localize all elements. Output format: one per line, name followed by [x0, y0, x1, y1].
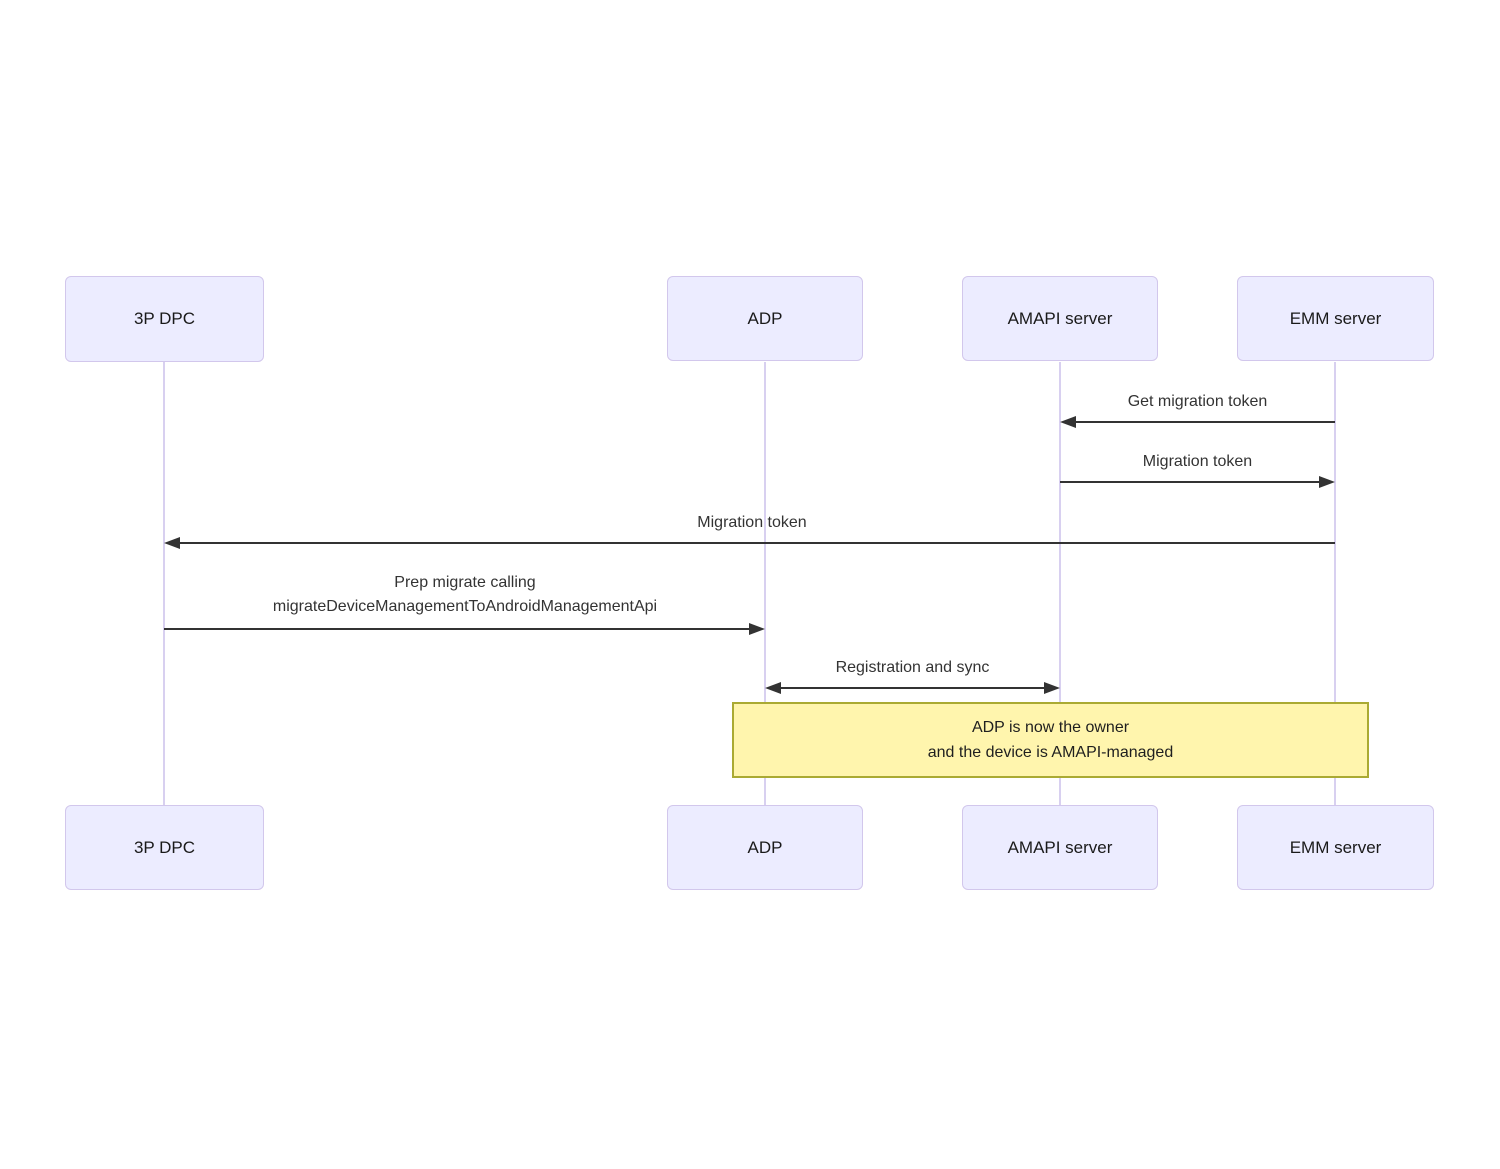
- arrowhead-right-icon: [749, 623, 765, 635]
- arrowhead-left-icon: [164, 537, 180, 549]
- lifeline-amapi-server: [1059, 362, 1061, 806]
- actor-3p-dpc-bottom: 3P DPC: [65, 805, 264, 890]
- message-line: [164, 628, 749, 630]
- arrowhead-right-icon: [1044, 682, 1060, 694]
- message-label-prep-migrate: Prep migrate calling migrateDeviceManage…: [165, 571, 765, 619]
- actor-amapi-server-top: AMAPI server: [962, 276, 1158, 361]
- message-line: [180, 542, 1335, 544]
- actor-label: EMM server: [1289, 308, 1382, 328]
- actor-3p-dpc-top: 3P DPC: [65, 276, 264, 362]
- lifeline-adp: [764, 362, 766, 806]
- actor-label: 3P DPC: [133, 309, 196, 328]
- actor-emm-server-bottom: EMM server: [1237, 805, 1434, 890]
- arrowhead-right-icon: [1319, 476, 1335, 488]
- lifeline-emm-server: [1334, 362, 1336, 806]
- actor-label: 3P DPC: [133, 837, 196, 857]
- actor-label: AMAPI server: [1007, 308, 1113, 328]
- arrowhead-left-icon: [1060, 416, 1076, 428]
- message-label-line1: Prep migrate calling: [394, 574, 536, 591]
- actor-label: ADP: [747, 837, 783, 857]
- message-label-migration-token: Migration token: [1142, 453, 1253, 470]
- actor-amapi-server-bottom: AMAPI server: [962, 805, 1158, 890]
- note-adp-owner: ADP is now the owner and the device is A…: [732, 702, 1369, 778]
- actor-label: ADP: [747, 308, 783, 328]
- actor-label: AMAPI server: [1007, 837, 1113, 857]
- note-line2: and the device is AMAPI-managed: [927, 744, 1174, 761]
- message-label-migration-token-long: Migration token: [697, 514, 807, 531]
- actor-label: EMM server: [1289, 837, 1382, 857]
- message-label-line2: migrateDeviceManagementToAndroidManageme…: [272, 598, 658, 615]
- note-line1: ADP is now the owner: [971, 719, 1130, 736]
- message-line: [1064, 421, 1335, 423]
- message-label-get-migration-token: Get migration token: [1127, 393, 1268, 410]
- actor-adp-top: ADP: [667, 276, 863, 361]
- message-label-registration-and-sync: Registration and sync: [835, 659, 990, 676]
- lifeline-3p-dpc: [163, 362, 165, 806]
- actor-emm-server-top: EMM server: [1237, 276, 1434, 361]
- arrowhead-left-icon: [765, 682, 781, 694]
- message-line: [779, 687, 1046, 689]
- message-line: [1060, 481, 1319, 483]
- actor-adp-bottom: ADP: [667, 805, 863, 890]
